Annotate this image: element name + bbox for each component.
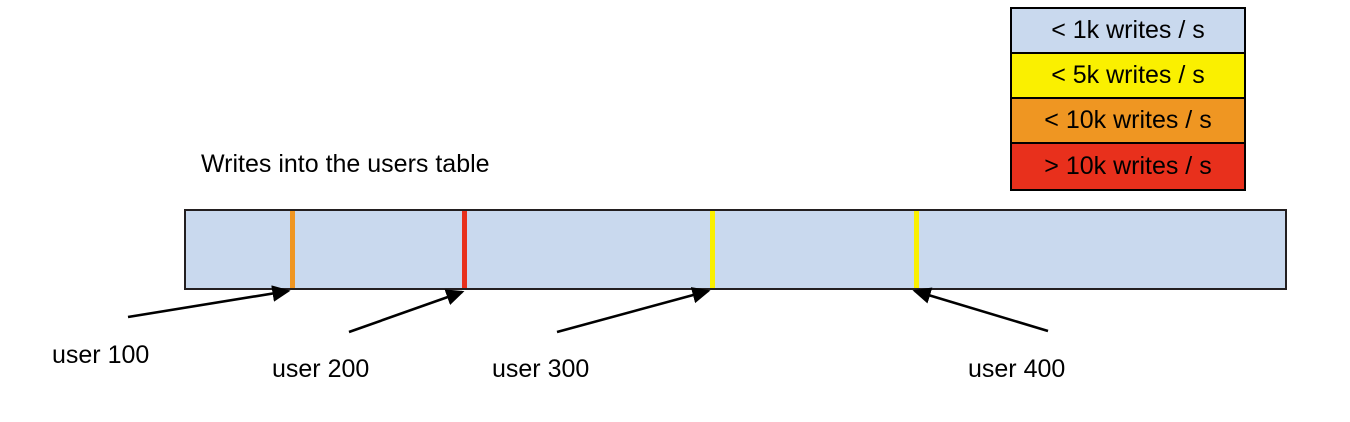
legend-item-label: < 10k writes / s — [1044, 106, 1212, 134]
annotation-label-user-200: user 200 — [272, 355, 370, 383]
diagram-caption: Writes into the users table — [201, 150, 490, 178]
arrow-user-400 — [912, 287, 1049, 333]
legend-item-label: < 1k writes / s — [1051, 16, 1205, 44]
annotation-label-user-100: user 100 — [52, 341, 150, 369]
legend-item-lt-10k: < 10k writes / s — [1012, 99, 1244, 144]
user-300-marker — [710, 211, 715, 288]
user-200-marker — [462, 211, 467, 288]
legend-item-gt-10k: > 10k writes / s — [1012, 144, 1244, 189]
arrow-user-100 — [127, 285, 291, 319]
legend-item-label: < 5k writes / s — [1051, 61, 1205, 89]
user-400-marker — [914, 211, 919, 288]
arrow-user-300 — [556, 287, 711, 334]
users-table-bar — [184, 209, 1287, 290]
annotation-label-user-300: user 300 — [492, 355, 590, 383]
legend-item-lt-1k: < 1k writes / s — [1012, 9, 1244, 54]
annotation-label-user-400: user 400 — [968, 355, 1066, 383]
legend: < 1k writes / s < 5k writes / s < 10k wr… — [1010, 7, 1246, 191]
arrow-user-200 — [348, 289, 465, 334]
legend-item-lt-5k: < 5k writes / s — [1012, 54, 1244, 99]
user-100-marker — [290, 211, 295, 288]
legend-item-label: > 10k writes / s — [1044, 152, 1212, 180]
